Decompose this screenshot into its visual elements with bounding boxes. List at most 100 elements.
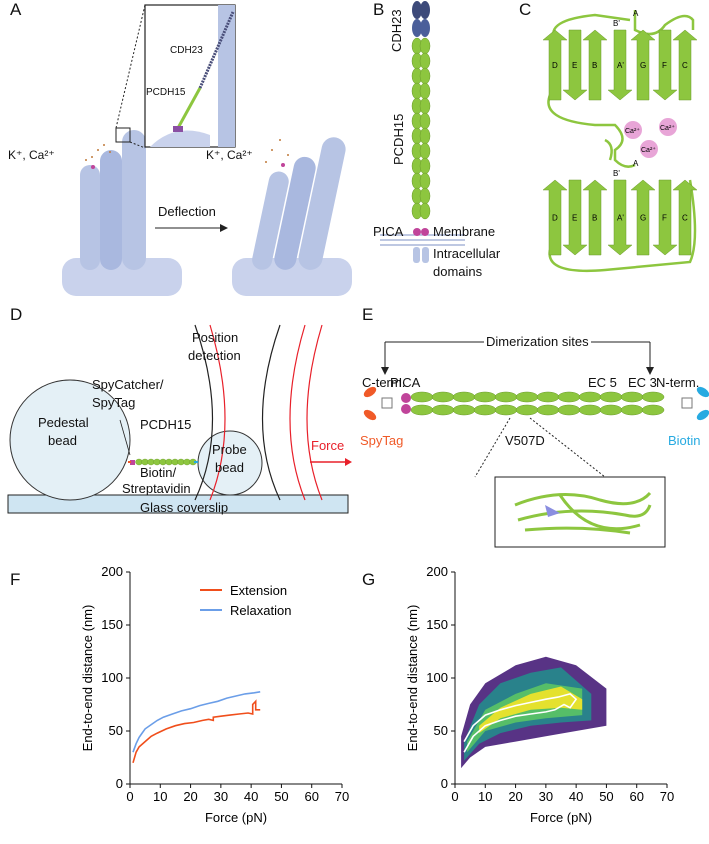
spycatcher-block [130,460,135,465]
beta-strand-arrow [607,29,633,101]
ribbon-structure [514,491,652,535]
pica-dot [421,228,429,236]
strand-label: C [682,61,688,70]
stereocilium [298,137,346,270]
strand-label: G [640,214,646,223]
beta-strand-arrow [542,179,568,256]
pcdh15-domain [452,404,476,416]
pcdh15-domain [578,404,602,416]
cdh23-strand [198,11,235,89]
pcdh15-domain [620,404,644,416]
glass-coverslip [7,494,349,514]
trace-line [463,693,578,753]
panel-label: D [10,305,23,324]
y-tick-label: 150 [101,617,123,632]
strand-label: B' [613,19,620,28]
arrow-head-icon [220,224,228,232]
pica-label: PICA [373,224,404,239]
pcdh15-label: PCDH15 [140,417,192,432]
y-axis-label: End-to-end distance (nm) [405,605,420,752]
intracellular-domain [413,247,420,263]
cterm-label: C-term. [362,375,406,390]
pedestal-bead [9,379,131,501]
panel-a: A [0,0,360,300]
panel-label: B [373,0,385,19]
coverslip-label: Glass coverslip [140,500,229,515]
beam-path [194,324,214,501]
pcdh15-domain [419,127,431,145]
pcdh15-domain [419,37,431,55]
stereocilium [252,171,289,270]
biotin-mark [696,409,709,421]
y-tick-label: 100 [426,670,448,685]
beta-strand-arrow [672,179,698,256]
pointer-line [119,419,131,456]
x-tick-label: 50 [599,789,613,804]
pcdh15-domain [599,404,623,416]
x-tick-label: 40 [569,789,583,804]
panel-label: C [519,0,532,19]
panel-d: D Position detection SpyCatcher/ SpyTag … [0,305,360,530]
pcdh15-domain [641,391,665,403]
intracellular-label-1: Intracellular [433,246,501,261]
spy-label-1: SpyCatcher/ [92,377,164,392]
strand-label: B' [613,169,620,178]
pcdh15-domain [599,391,623,403]
intracellular-label-2: domains [433,264,483,279]
strand-label: F [662,214,667,223]
beam-path [261,324,281,501]
beta-strand-arrow [582,29,608,101]
panel-label: G [362,570,376,589]
ions-right-label: K⁺, Ca²⁺ [206,148,253,162]
pcdh15-domain [431,391,455,403]
membrane-label: Membrane [433,224,496,239]
strand-label: B [592,214,597,223]
inset-label-pcdh15: PCDH15 [146,87,186,98]
x-axis-label: Force (pN) [530,810,592,825]
ec3-label: EC 3 [628,375,657,390]
cdh23-domain [412,1,422,19]
calcium-label: Ca²⁺ [625,127,640,135]
pcdh15-domain [419,202,431,220]
cdh23-domain [420,1,430,19]
pcdh15-domain [536,404,560,416]
calcium-ion [659,118,677,136]
pica-block [173,126,183,132]
pica-dot [401,393,411,403]
x-tick-label: 70 [335,789,349,804]
arrow-head-icon [381,367,389,375]
pcdh15-domain [431,404,455,416]
ion-dots [265,139,289,163]
beta-strand-arrow [582,179,608,256]
pcdh15-domain [419,187,431,205]
calcium-ion [640,140,658,158]
strand-label: A [633,159,639,168]
ion-dots [85,144,111,161]
beta-strand-arrow [630,179,656,256]
beta-strand-arrow [652,179,678,256]
pcdh15-domain [419,142,431,160]
panel-b: B CDH23 PCDH15 PICA Membrane Intracellul… [365,0,515,300]
y-tick-label: 50 [434,723,448,738]
cell-base-left [62,258,182,296]
y-tick-label: 0 [441,776,448,791]
v507d-residue [545,505,560,517]
v507d-label: V507D [505,433,545,448]
pcdh15-domain [473,391,497,403]
pcdh15-domain [419,52,431,70]
spytag-mark [363,386,377,398]
x-tick-label: 0 [126,789,133,804]
force-label: Force [311,438,345,453]
linker [381,397,393,409]
spy-label-2: SpyTag [92,395,136,410]
pica-label: PICA [390,375,421,390]
cdh23-domain [412,19,422,37]
pcdh15-domain [494,391,518,403]
pcdh15-domain [557,404,581,416]
construct-diagram [363,341,709,548]
